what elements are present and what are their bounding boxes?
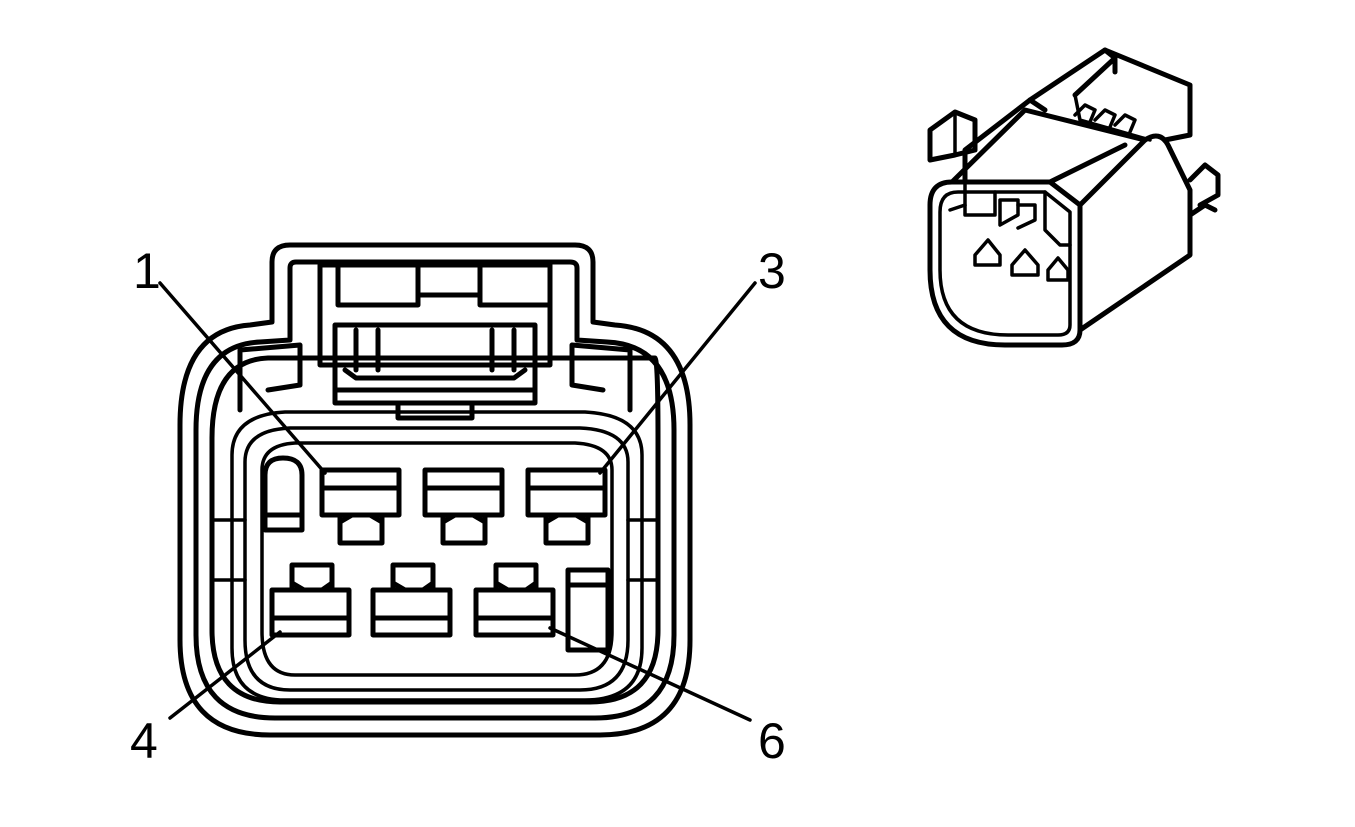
key-left — [262, 455, 305, 533]
leader-line-pin-4 — [168, 630, 282, 720]
cavity-pin-2 — [422, 467, 505, 546]
leader-line-pin-1 — [158, 281, 327, 475]
seal-ribs — [210, 518, 660, 582]
callout-pin-1: 1 — [133, 243, 161, 299]
callout-pin-4: 4 — [130, 713, 158, 769]
latch — [317, 262, 553, 421]
right-side-nub — [569, 342, 633, 413]
cavity-pin-3 — [525, 467, 608, 546]
housing-outline-2 — [193, 259, 677, 721]
seal-ring-1 — [243, 426, 630, 692]
leader-line-pin-6 — [548, 626, 752, 722]
cavity-pin-4 — [269, 562, 352, 638]
leader-line-pin-3 — [598, 281, 757, 475]
connector-front-view: 1 3 4 6 — [130, 242, 786, 769]
seal-ring-2 — [230, 410, 644, 702]
cavity-pin-6 — [473, 562, 556, 638]
key-right — [565, 567, 611, 653]
cavity-pin-1 — [319, 467, 402, 546]
cavity-pin-5 — [370, 562, 453, 638]
left-side-nub — [237, 342, 303, 413]
callout-pin-3: 3 — [758, 243, 786, 299]
housing-outer-outline — [177, 242, 693, 738]
connector-isometric-view — [927, 47, 1221, 348]
callout-pin-6: 6 — [758, 713, 786, 769]
seal-ring-inner — [260, 441, 614, 677]
